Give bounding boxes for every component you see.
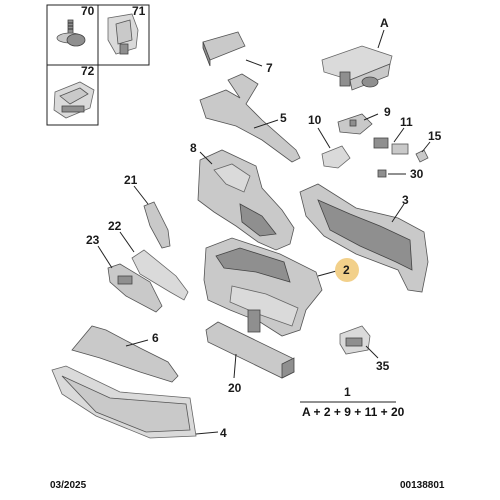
assembly-formula: A + 2 + 9 + 11 + 20 xyxy=(302,405,405,419)
callout-70: 70 xyxy=(81,4,95,18)
part-7 xyxy=(202,31,263,67)
inset-box-71 xyxy=(97,4,150,66)
footer-date: 03/2025 xyxy=(50,480,87,491)
callout-21: 21 xyxy=(124,173,138,187)
callout-9: 9 xyxy=(384,105,391,119)
part-A xyxy=(321,29,393,91)
part-2-console xyxy=(203,237,341,337)
part-71-clip xyxy=(107,13,139,55)
callout-8: 8 xyxy=(190,141,197,155)
part-21 xyxy=(133,185,171,249)
callout-23: 23 xyxy=(86,233,100,247)
part-9 xyxy=(337,113,379,135)
callout-2: 2 xyxy=(343,263,350,277)
part-10 xyxy=(317,127,351,169)
footer-reference: 00138801 xyxy=(400,480,445,491)
part-72-bracket xyxy=(53,81,95,119)
callout-6: 6 xyxy=(152,331,159,345)
callout-22: 22 xyxy=(108,219,122,233)
part-20-duct xyxy=(205,321,295,379)
part-4-panel xyxy=(51,365,219,439)
callout-72: 72 xyxy=(81,64,95,78)
highlight-marker xyxy=(335,258,359,282)
part-5 xyxy=(199,73,301,163)
callout-10: 10 xyxy=(308,113,322,127)
part-35 xyxy=(339,325,379,359)
callout-20: 20 xyxy=(228,381,242,395)
part-15 xyxy=(415,141,431,163)
part-3-side-panel xyxy=(299,183,429,293)
callout-11: 11 xyxy=(400,115,413,129)
callout-30: 30 xyxy=(410,167,424,181)
callout-7: 7 xyxy=(266,61,273,75)
callout-1: 1 xyxy=(344,385,351,399)
callout-4: 4 xyxy=(220,426,227,440)
part-8-frame xyxy=(197,149,295,251)
callout-15: 15 xyxy=(428,129,442,143)
part-30 xyxy=(377,169,406,178)
part-70-screw xyxy=(56,19,86,47)
callout-A: A xyxy=(380,16,389,30)
callout-3: 3 xyxy=(402,193,409,207)
part-22 xyxy=(119,231,189,301)
callout-5: 5 xyxy=(280,111,287,125)
inset-grid xyxy=(46,4,150,126)
inset-box-72 xyxy=(46,64,99,126)
callout-35: 35 xyxy=(376,359,390,373)
part-11 xyxy=(373,127,409,155)
part-6 xyxy=(71,325,179,383)
callout-labels: 70 71 72 A 7 5 10 9 11 15 30 8 21 3 22 2… xyxy=(81,4,442,440)
part-23 xyxy=(97,245,163,313)
callout-71: 71 xyxy=(132,4,146,18)
